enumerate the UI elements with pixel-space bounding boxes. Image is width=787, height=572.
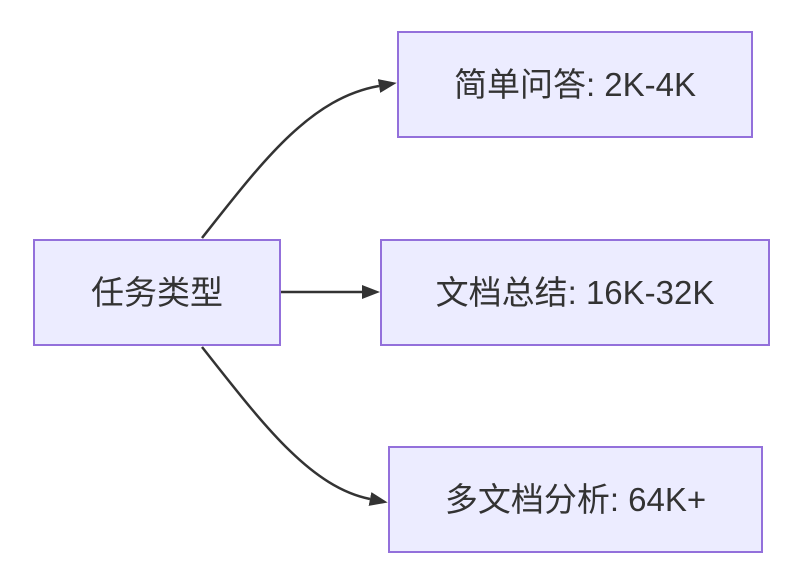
node-task-type: 任务类型 (33, 239, 281, 346)
edge-task-type-to-multi-doc (201, 346, 388, 506)
node-task-type-label: 任务类型 (91, 273, 223, 311)
node-doc-summary-label: 文档总结: 16K-32K (435, 273, 715, 311)
node-multi-doc: 多文档分析: 64K+ (388, 446, 763, 553)
edge-task-type-to-simple-qa (201, 79, 397, 239)
node-simple-qa: 简单问答: 2K-4K (397, 31, 753, 138)
node-multi-doc-label: 多文档分析: 64K+ (444, 480, 707, 518)
node-simple-qa-label: 简单问答: 2K-4K (453, 65, 697, 103)
node-doc-summary: 文档总结: 16K-32K (380, 239, 770, 346)
